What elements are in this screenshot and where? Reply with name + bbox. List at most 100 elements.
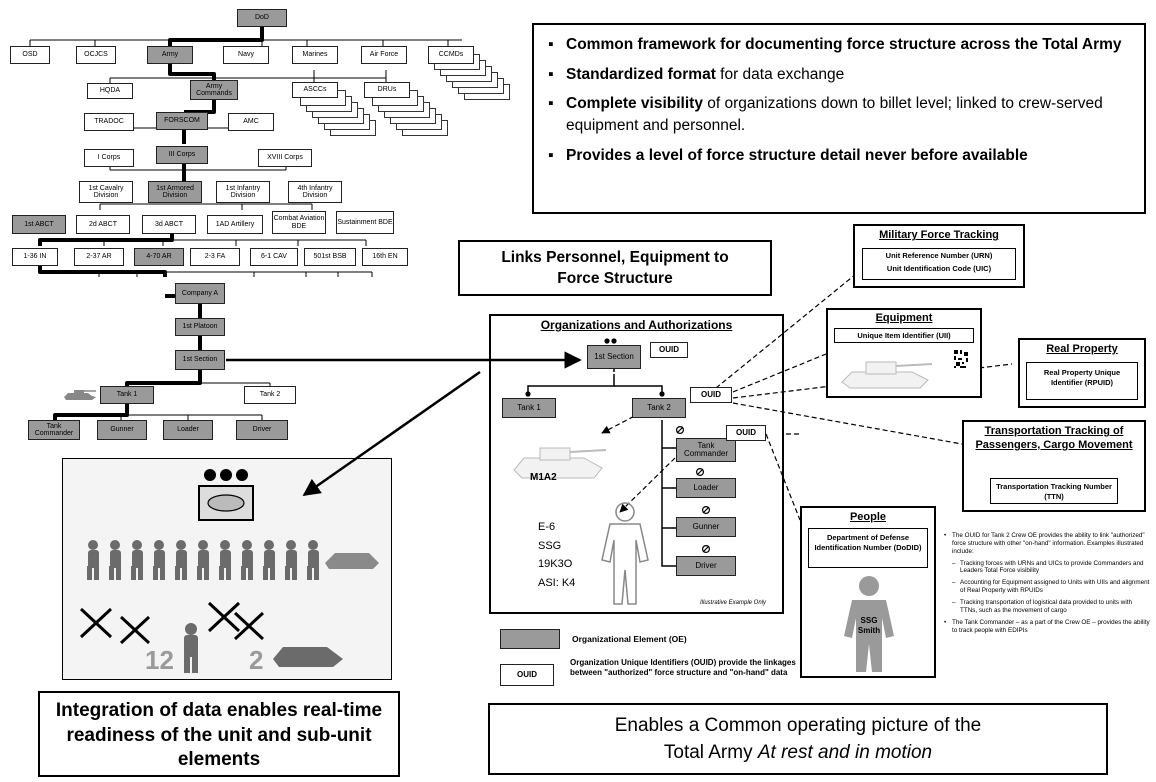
- node-501st-bsb: 501st BSB: [304, 248, 356, 266]
- node-hqda: HQDA: [87, 83, 133, 99]
- tank-silhouette-icon: [64, 390, 96, 400]
- node-6-1-cav: 6-1 CAV: [250, 248, 298, 266]
- node-1-36-in: 1-36 IN: [12, 248, 58, 266]
- soldier-rank: SSG: [538, 539, 562, 552]
- node-tradoc: TRADOC: [84, 113, 134, 131]
- readiness-count-soldiers: 12: [145, 645, 174, 675]
- node-air-force: Air Force: [361, 46, 407, 64]
- bullet-3-bold: Complete visibility: [566, 95, 703, 113]
- readiness-count-tanks: 2: [249, 645, 263, 675]
- node-iii-corps: III Corps: [156, 146, 208, 164]
- equipment-tank-icon: [841, 350, 968, 389]
- mft-uic: Unit Identification Code (UIC): [886, 263, 992, 273]
- readiness-illustration: 12 2: [79, 469, 379, 675]
- node-ocjcs: OCJCS: [76, 46, 116, 64]
- ouid-notes: •The OUID for Tank 2 Crew OE provides th…: [944, 532, 1150, 634]
- ouid-tag-crew: OUID: [726, 425, 766, 441]
- node-amc: AMC: [228, 113, 274, 131]
- enables-text: Enables a Common operating picture of th…: [490, 705, 1106, 766]
- node-1st-section: 1st Section: [175, 350, 225, 370]
- node-1st-cavalry: 1st Cavalry Division: [79, 181, 133, 203]
- org-node-driver: Driver: [676, 556, 736, 576]
- mft-urn: Unit Reference Number (URN): [885, 251, 993, 260]
- people-title: People: [849, 511, 887, 523]
- real-property-title: Real Property: [1046, 343, 1118, 355]
- bullet-2-rest: for data exchange: [715, 65, 845, 83]
- integration-text: Integration of data enables real-time re…: [55, 700, 383, 771]
- people-dodid: Department of Defense Identification Num…: [808, 528, 928, 568]
- node-combat-aviation: Combat Aviation BDE: [272, 211, 326, 234]
- org-node-loader: Loader: [676, 478, 736, 498]
- node-1st-armored: 1st Armored Division: [148, 181, 202, 203]
- military-force-tracking-box: [853, 224, 1025, 288]
- links-title: Links Personnel, Equipment to Force Stru…: [501, 249, 729, 287]
- node-crew-loader: Loader: [163, 420, 213, 440]
- node-tank-2: Tank 2: [244, 386, 296, 404]
- org-node-tank-2: Tank 2: [632, 398, 686, 418]
- node-4th-infantry: 4th Infantry Division: [288, 181, 342, 203]
- node-3d-abct: 3d ABCT: [142, 215, 196, 234]
- node-2-3-fa: 2-3 FA: [190, 248, 240, 266]
- transportation-title: Transportation Tracking of Passengers, C…: [975, 425, 1133, 451]
- summary-bullets: ▪ Common framework for documenting force …: [548, 34, 1138, 174]
- mft-title: Military Force Tracking: [879, 229, 999, 241]
- node-16th-en: 16th EN: [362, 248, 408, 266]
- integration-box: Integration of data enables real-time re…: [38, 691, 400, 777]
- note-item-2: –Accounting for Equipment assigned to Un…: [952, 579, 1150, 595]
- note-item-3: –Tracking transportation of logistical d…: [952, 599, 1132, 614]
- node-crew-driver: Driver: [236, 420, 288, 440]
- node-army-commands: Army Commands: [190, 80, 238, 100]
- soldier-grade: E-6: [538, 521, 556, 533]
- org-node-tank-commander: Tank Commander: [676, 438, 736, 462]
- node-crew-gunner: Gunner: [97, 420, 147, 440]
- person-name: SSG Smith: [857, 616, 881, 635]
- node-osd: OSD: [10, 46, 50, 64]
- ouid-tag-section: OUID: [650, 342, 688, 358]
- org-node-gunner: Gunner: [676, 517, 736, 537]
- legend-oe-label: Organizational Element (OE): [572, 634, 687, 644]
- bullet-2: ▪ Standardized format for data exchange: [548, 64, 1138, 86]
- node-forscom: FORSCOM: [156, 112, 208, 130]
- node-4-70-ar: 4-70 AR: [134, 248, 184, 266]
- ouid-tag-tank-2: OUID: [690, 387, 732, 403]
- node-drus: DRUs: [364, 82, 410, 98]
- node-army: Army: [147, 46, 193, 64]
- bullet-2-bold: Standardized format: [566, 65, 716, 83]
- legend-oe-swatch: [500, 629, 560, 649]
- bullet-3-rest: of organizations down to billet level; l…: [566, 95, 1103, 135]
- enables-line-2: Total Army At rest and in motion: [663, 741, 933, 763]
- soldier-asi: ASI: K4: [538, 577, 576, 590]
- illustrative-footnote: Illustrative Example Only: [700, 600, 767, 606]
- bullet-mark: ▪: [548, 146, 554, 164]
- links-title-box: Links Personnel, Equipment to Force Stru…: [458, 240, 772, 296]
- node-asccs: ASCCs: [292, 82, 338, 98]
- bullet-4-bold: Provides a level of force structure deta…: [566, 146, 1028, 164]
- node-marines: Marines: [292, 46, 338, 64]
- org-node-1st-section: 1st Section: [587, 345, 641, 369]
- bullet-mark: ▪: [548, 65, 554, 83]
- node-company-a: Company A: [175, 283, 225, 304]
- readiness-panel: 12 2: [62, 458, 392, 680]
- equipment-uii: Unique Item Identifier (UII): [834, 328, 974, 343]
- legend-ouid-swatch: OUID: [500, 664, 554, 686]
- node-tank-1: Tank 1: [100, 386, 154, 404]
- org-node-tank-1: Tank 1: [502, 398, 556, 418]
- real-property-box: [1018, 338, 1146, 408]
- node-1st-infantry: 1st Infantry Division: [216, 181, 270, 203]
- person-icon: [844, 576, 894, 672]
- soldier-details: E-6 SSG 19K3O ASI: K4: [538, 518, 575, 593]
- m1a2-tank-icon: [513, 447, 607, 479]
- node-2d-abct: 2d ABCT: [76, 215, 130, 234]
- node-2-37-ar: 2-37 AR: [74, 248, 124, 266]
- bullet-1: ▪Common framework for documenting force …: [548, 34, 1138, 56]
- node-sustainment: Sustainment BDE: [336, 211, 394, 234]
- node-1st-platoon: 1st Platoon: [175, 318, 225, 336]
- bullet-3: ▪Complete visibility of organizations do…: [548, 93, 1138, 136]
- node-i-corps: I Corps: [84, 149, 134, 167]
- bullet-1-bold: Common framework for documenting force s…: [566, 36, 1122, 53]
- node-dod: DoD: [237, 9, 287, 27]
- transportation-box: [962, 420, 1146, 512]
- enables-line-1: Enables a Common operating picture of th…: [614, 715, 982, 736]
- node-navy: Navy: [223, 46, 269, 64]
- node-ccmds: CCMDs: [428, 46, 474, 64]
